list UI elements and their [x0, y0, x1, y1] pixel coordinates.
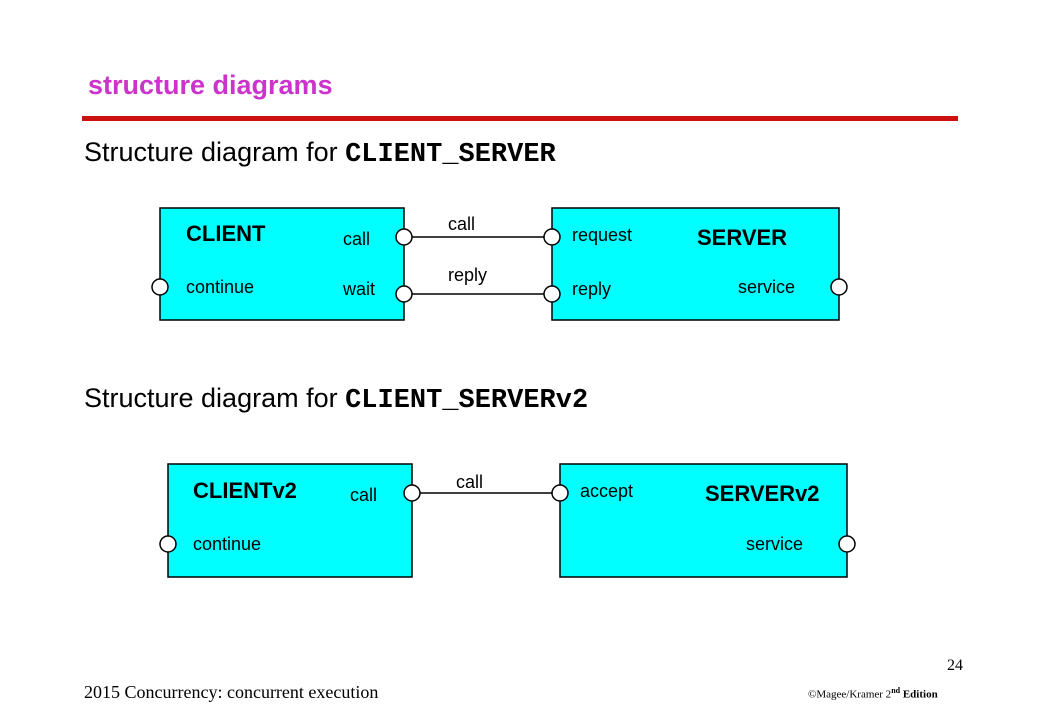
client-box [159, 207, 405, 321]
clientv2-call-label: call [350, 485, 377, 505]
server-service-label: service [738, 277, 795, 297]
copyright-sup: nd [891, 686, 901, 695]
slide-title: structure diagrams [88, 70, 333, 100]
link-reply-label: reply [448, 265, 487, 285]
client-name: CLIENT [186, 221, 266, 246]
client-call-port [395, 228, 413, 246]
client-call-label: call [343, 229, 370, 249]
serverv2-service-label: service [746, 534, 803, 554]
link-call-label: call [448, 214, 475, 234]
server-request-label: request [572, 225, 632, 245]
heading-code: CLIENT_SERVER [345, 140, 556, 170]
serverv2-box [559, 463, 848, 578]
clientv2-name: CLIENTv2 [193, 478, 297, 503]
diagram-client-serverv2: CLIENTv2 call continue accept SERVERv2 s… [159, 463, 856, 578]
clientv2-continue-label: continue [193, 534, 261, 554]
clientv2-call-port [403, 484, 421, 502]
heading-client-serverv2: Structure diagram for CLIENT_SERVERv2 [84, 383, 588, 416]
serverv2-name: SERVERv2 [705, 481, 820, 506]
copyright-edition: Edition [900, 688, 938, 701]
heading-prefix: Structure diagram for [84, 383, 346, 413]
serverv2-accept-port [551, 484, 569, 502]
server-name: SERVER [697, 225, 787, 250]
copyright-text: ©Magee/Kramer 2 [808, 688, 892, 701]
client-continue-label: continue [186, 277, 254, 297]
clientv2-box [167, 463, 413, 578]
server-box [551, 207, 840, 321]
heading-client-server: Structure diagram for CLIENT_SERVER [84, 137, 556, 170]
serverv2-service-port [838, 535, 856, 553]
server-service-port [830, 278, 848, 296]
link-call-label: call [456, 472, 483, 492]
client-wait-port [395, 285, 413, 303]
client-continue-port [151, 278, 169, 296]
heading-code: CLIENT_SERVERv2 [345, 386, 589, 416]
footer-course: 2015 Concurrency: concurrent execution [84, 682, 379, 702]
copyright: ©Magee/Kramer 2nd Edition [808, 686, 938, 701]
client-wait-label: wait [342, 279, 375, 299]
page-number: 24 [947, 657, 963, 674]
clientv2-continue-port [159, 535, 177, 553]
server-request-port [543, 228, 561, 246]
serverv2-accept-label: accept [580, 481, 633, 501]
title-rule [82, 116, 958, 121]
server-reply-label: reply [572, 279, 611, 299]
heading-prefix: Structure diagram for [84, 137, 346, 167]
diagram-client-server: CLIENT call wait continue request SERVER… [151, 207, 848, 321]
server-reply-port [543, 285, 561, 303]
